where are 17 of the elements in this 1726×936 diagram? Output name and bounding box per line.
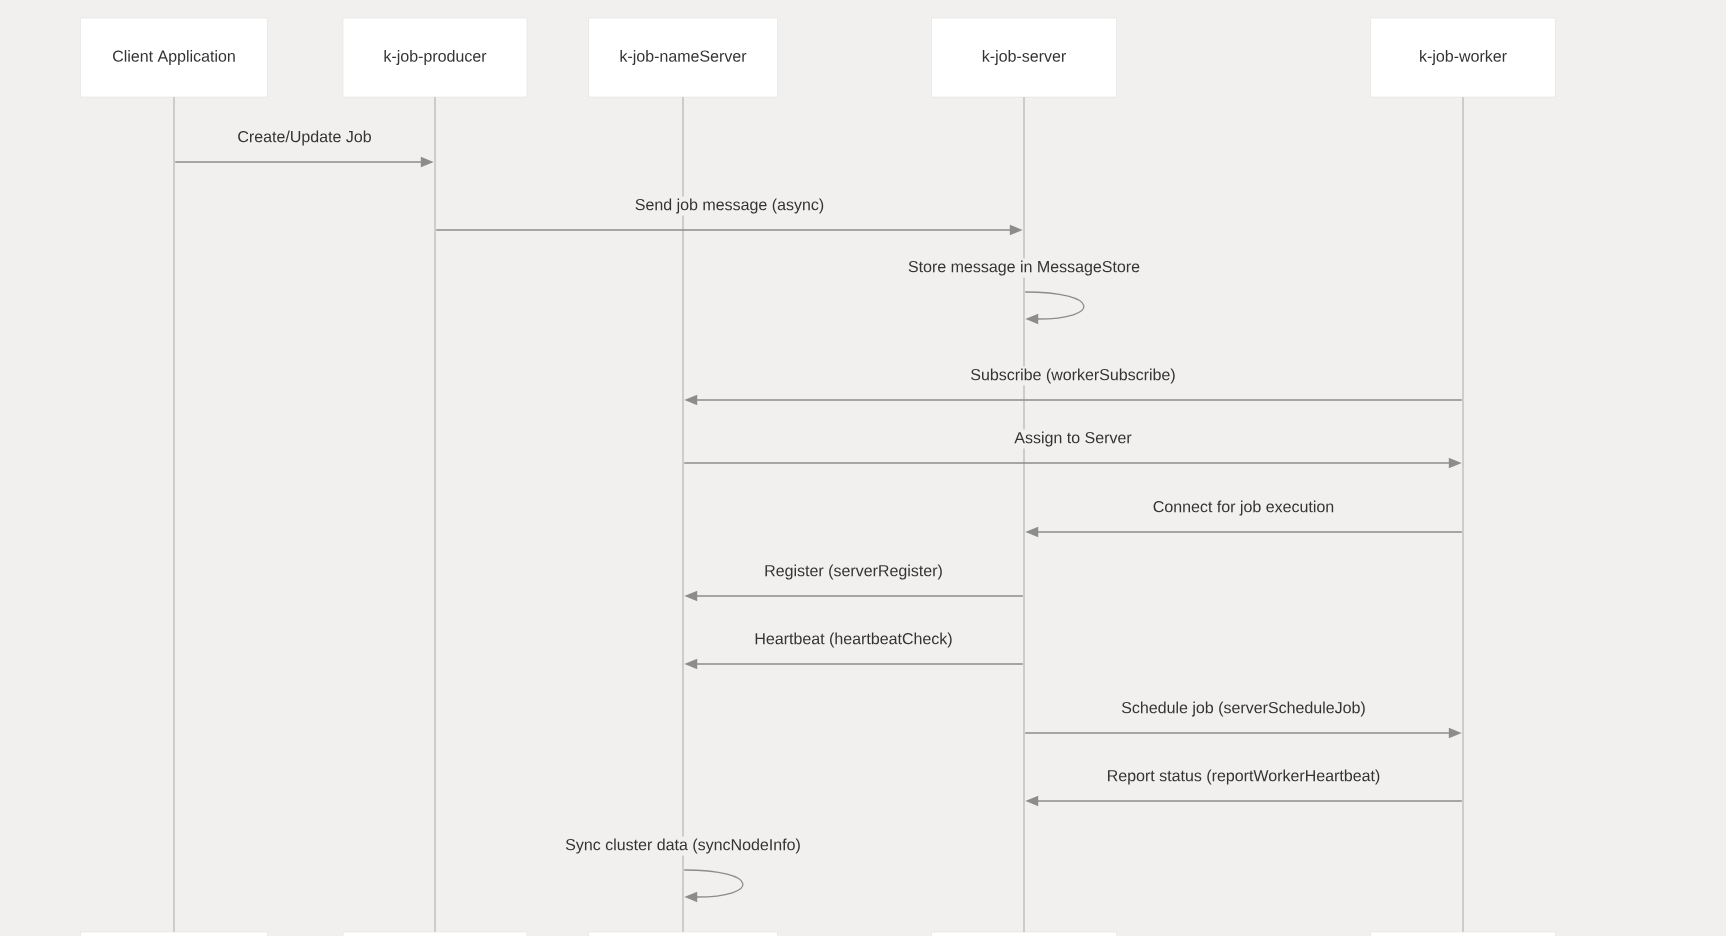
lifeline [1462, 97, 1464, 932]
participant-box: Client Application [80, 17, 268, 98]
participant-box [588, 931, 778, 936]
self-message-arrow [1024, 291, 1085, 325]
participant-box: k-job-producer [342, 17, 528, 98]
participant-box [342, 931, 528, 936]
participant-box [80, 931, 268, 936]
participant-box: k-job-worker [1370, 17, 1556, 98]
participant-box: k-job-nameServer [588, 17, 778, 98]
participant-box: k-job-server [931, 17, 1117, 98]
participant-box [1370, 931, 1556, 936]
participant-box [931, 931, 1117, 936]
lifeline [682, 97, 684, 932]
lifeline [173, 97, 175, 932]
self-message-arrow [683, 869, 744, 903]
lifeline [434, 97, 436, 932]
lifeline [1023, 97, 1025, 932]
